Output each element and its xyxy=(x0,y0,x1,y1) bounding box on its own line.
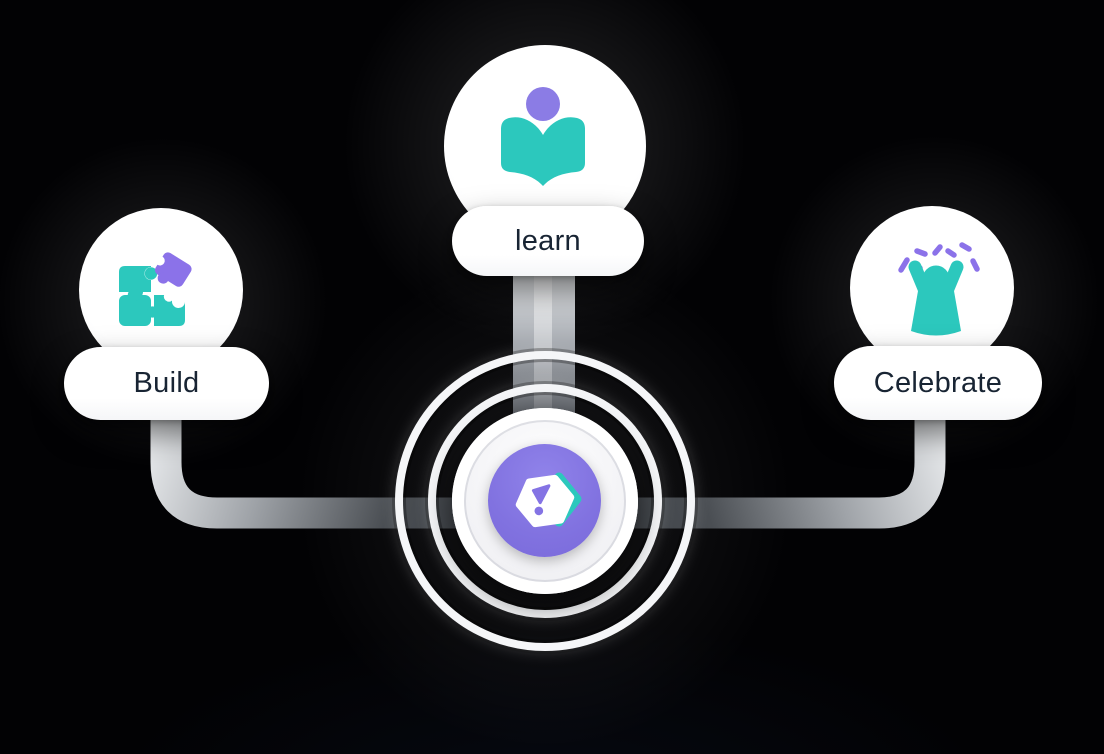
hub-logo-button[interactable] xyxy=(488,444,601,557)
puzzle-piece-purple xyxy=(154,252,192,287)
pipe-celebrate-to-hub xyxy=(596,410,946,529)
hexagon-chevron-logo-icon xyxy=(515,472,582,528)
learn-label-text: learn xyxy=(515,224,581,257)
node-label-learn[interactable]: learn xyxy=(452,206,644,276)
pipe-build-to-hub xyxy=(150,410,500,529)
celebrate-label-text: Celebrate xyxy=(873,366,1003,399)
build-label-text: Build xyxy=(133,367,200,399)
node-circle-celebrate xyxy=(850,206,1014,370)
puzzle-icon xyxy=(119,252,192,326)
hub-outer-ring xyxy=(395,351,695,651)
node-label-build[interactable]: Build xyxy=(64,347,269,420)
node-label-celebrate[interactable]: Celebrate xyxy=(834,346,1042,420)
celebration-icon xyxy=(898,242,980,336)
node-circle-build xyxy=(79,208,243,372)
open-book-icon xyxy=(501,87,585,186)
hub-middle-ring xyxy=(428,384,662,618)
